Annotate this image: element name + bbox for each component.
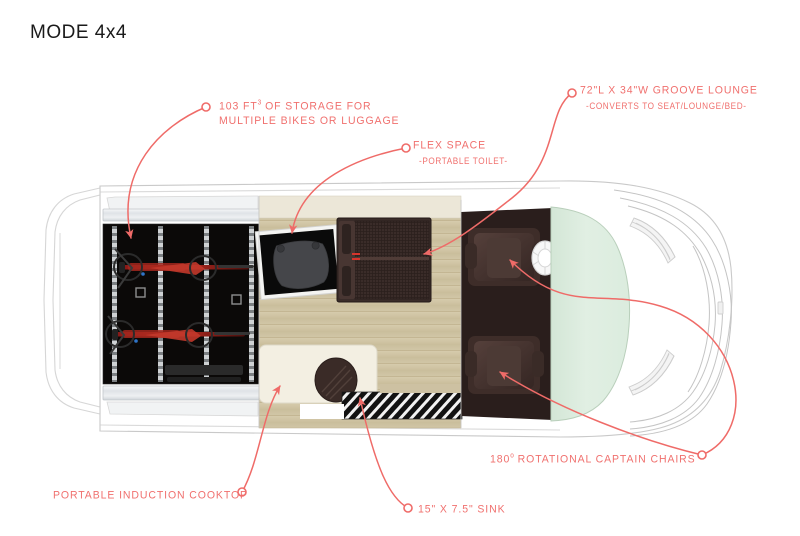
storage-superscript: 3: [257, 99, 262, 107]
captain-chairs-callout-label: 180o ROTATIONAL CAPTAIN CHAIRS: [490, 449, 696, 467]
chairs-degree: o: [510, 452, 514, 460]
flex-sub: -PORTABLE TOILET-: [419, 156, 508, 166]
storage-line1b: OF STORAGE FOR: [261, 99, 372, 113]
chairs-line1: 180: [490, 452, 511, 466]
flex-line1: FLEX SPACE: [413, 139, 486, 152]
cooktop-line1: PORTABLE INDUCTION COOKTOP: [53, 489, 248, 502]
lounge-line1: 72"L X 34"W GROOVE LOUNGE: [580, 84, 758, 97]
bike-upper: [113, 248, 254, 289]
chairs-line1b: ROTATIONAL CAPTAIN CHAIRS: [513, 452, 696, 466]
galley-counter: [258, 344, 378, 404]
rear-cargo-bike-bay: [102, 195, 260, 417]
bike-lower: [105, 315, 250, 355]
rear-doors-open: [43, 187, 101, 415]
cooktop-callout-label: PORTABLE INDUCTION COOKTOP: [53, 489, 248, 503]
groove-lounge-callout-label: 72"L X 34"W GROOVE LOUNGE -CONVERTS TO S…: [580, 84, 758, 113]
floor-rails: [112, 226, 254, 382]
groove-lounge: [336, 217, 432, 303]
storage-callout-label: 103 FT3 OF STORAGE FOR MULTIPLE BIKES OR…: [219, 96, 399, 128]
flex-space-toilet: [254, 224, 344, 301]
page-title: MODE 4x4: [30, 22, 127, 43]
captain-chair-lower: [465, 336, 544, 394]
cab-captain-chairs: [461, 208, 559, 420]
storage-line1: 103 FT: [219, 99, 258, 113]
storage-line2: MULTIPLE BIKES OR LUGGAGE: [219, 113, 400, 127]
flex-space-callout-label: FLEX SPACE -PORTABLE TOILET-: [413, 139, 508, 168]
sink-line1: 15" X 7.5" SINK: [418, 503, 506, 516]
lounge-sub: -CONVERTS TO SEAT/LOUNGE/BED-: [586, 101, 747, 111]
sink-basin: [314, 357, 358, 403]
sink-callout-label: 15" X 7.5" SINK: [418, 503, 506, 517]
